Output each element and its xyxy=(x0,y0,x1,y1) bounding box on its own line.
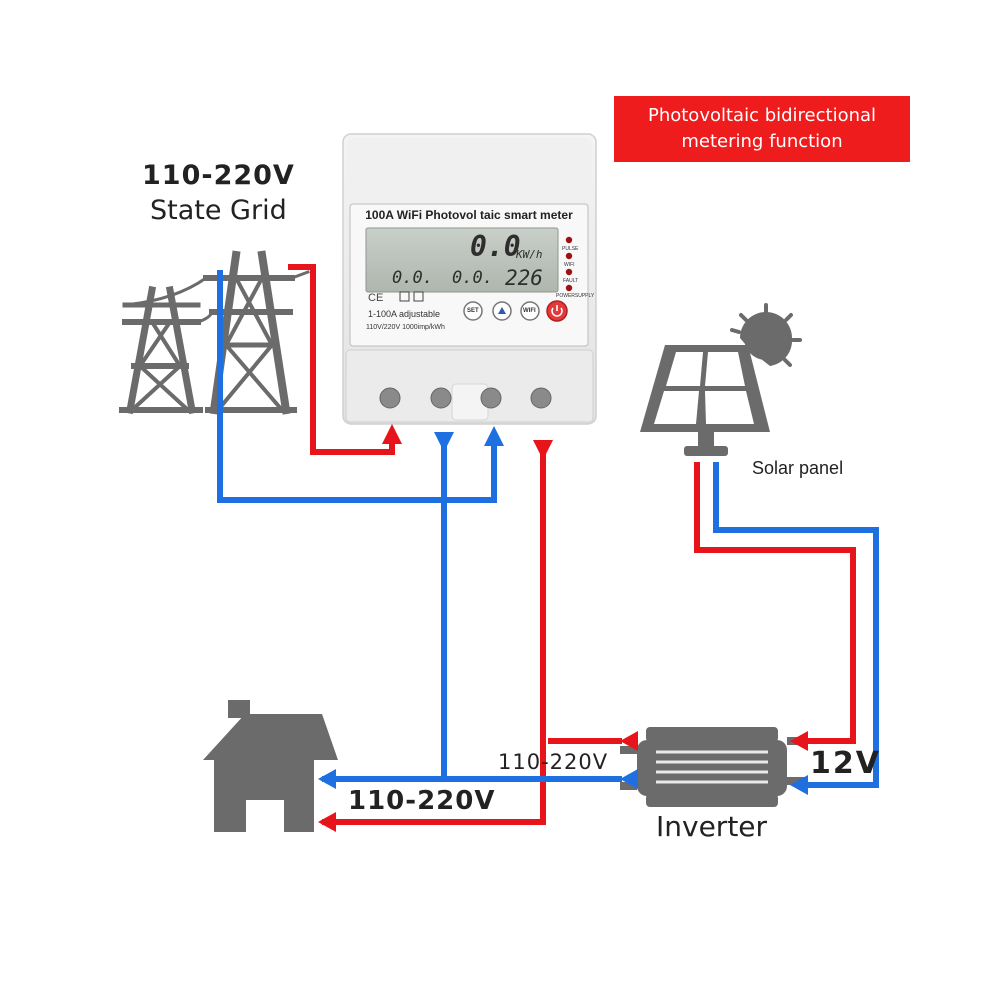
lcd-sub-reading-3: 226 xyxy=(505,266,543,290)
indicator-wifi-label: WIFI xyxy=(564,262,575,268)
set-button-label: SET xyxy=(467,308,479,314)
lcd-screen xyxy=(365,227,559,293)
up-arrow-icon xyxy=(498,307,506,314)
flow-arrows xyxy=(318,424,808,832)
inverter-dc-voltage-label: 12V xyxy=(810,746,881,781)
inverter-label: Inverter xyxy=(656,810,768,843)
power-led xyxy=(565,284,573,292)
arrow-up-icon xyxy=(484,426,504,446)
power-icon xyxy=(551,307,563,317)
arrow-down-icon xyxy=(533,440,553,460)
terminal-screw xyxy=(379,387,401,409)
wifi-led xyxy=(565,252,573,260)
grid-live-wire xyxy=(288,264,395,455)
indicator-pulse-label: PULSE xyxy=(562,246,579,252)
sun-icon xyxy=(730,303,802,367)
ce-mark-icon: CE xyxy=(368,292,383,304)
arrow-left-icon xyxy=(318,812,336,832)
solar-panel-icon xyxy=(640,345,770,456)
solar-panel-label: Solar panel xyxy=(752,458,844,478)
meter-title: 100A WiFi Photovol taic smart meter xyxy=(365,208,573,222)
house-live-wire xyxy=(322,440,546,825)
solar-positive-wire xyxy=(694,462,856,744)
meter-spec-rating: 110V/220V 1000imp/kWh xyxy=(366,324,445,331)
pulse-led xyxy=(565,236,573,244)
terminal-screw xyxy=(430,387,452,409)
lcd-main-reading: 0.0 xyxy=(470,230,521,263)
transmission-tower-icon xyxy=(119,250,310,415)
arrow-left-icon xyxy=(318,769,336,789)
cert-mark-icon xyxy=(399,291,410,302)
lcd-unit: KW/h xyxy=(516,248,543,261)
inverter-ac-voltage-label: 110-220V xyxy=(498,750,609,774)
lcd-sub-reading-2: 0.0. xyxy=(452,268,493,288)
arrow-down-icon xyxy=(434,432,454,452)
meter-top-cap xyxy=(347,138,592,200)
inverter-icon xyxy=(620,727,804,807)
fault-led xyxy=(565,268,573,276)
arrow-left-icon xyxy=(620,769,638,789)
arrow-up-icon xyxy=(382,424,402,444)
set-button xyxy=(463,301,483,321)
feature-banner: Photovoltaic bidirectional metering func… xyxy=(614,96,910,162)
arrow-left-icon xyxy=(620,731,638,751)
lcd-sub-reading-1: 0.0. xyxy=(392,268,433,288)
banner-text: Photovoltaic bidirectional metering func… xyxy=(647,105,877,152)
wifi-button xyxy=(520,301,540,321)
house-neutral-wire xyxy=(322,440,447,782)
indicator-power-label: POWERSUPPLY xyxy=(556,293,595,299)
house-icon xyxy=(203,700,338,832)
house-voltage-label: 110-220V xyxy=(348,786,496,816)
arrow-left-icon xyxy=(790,775,808,795)
wires xyxy=(217,264,879,825)
grid-voltage-label: 110-220V xyxy=(142,160,295,191)
indicator-fault-label: FAULT xyxy=(563,278,579,284)
arrow-left-icon xyxy=(790,731,808,751)
terminal-screw xyxy=(480,387,502,409)
solar-negative-wire xyxy=(713,462,879,788)
wifi-button-label: WIFI xyxy=(523,308,536,314)
grid-neutral-wire xyxy=(217,270,497,503)
terminal-screw xyxy=(530,387,552,409)
cert-mark-icon xyxy=(413,291,424,302)
meter-spec-range: 1-100A adjustable xyxy=(368,309,441,319)
grid-name-label: State Grid xyxy=(150,195,287,226)
smart-meter: CE xyxy=(342,133,597,425)
